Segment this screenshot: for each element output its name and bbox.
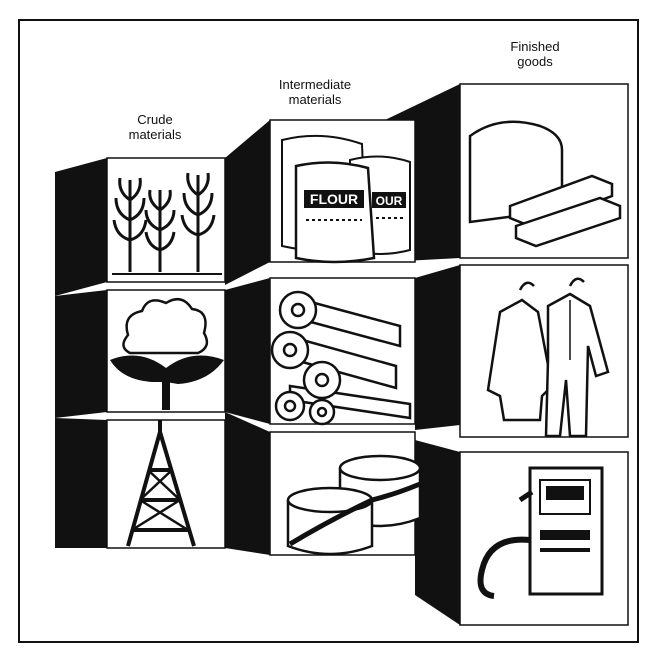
finished-label-line-1: Finished [480, 39, 590, 54]
intermediate-label-line-2: materials [250, 92, 380, 107]
crude-label-line-2: materials [100, 127, 210, 142]
sack-label-front: FLOUR [310, 191, 358, 207]
column-label-finished-goods: Finished goods [480, 39, 590, 69]
sack-label-back: OUR [376, 194, 403, 208]
crude-label-line-1: Crude [100, 112, 210, 127]
column-label-intermediate-materials: Intermediate materials [250, 77, 380, 107]
column-label-crude-materials: Crude materials [100, 112, 210, 142]
intermediate-label-line-1: Intermediate [250, 77, 380, 92]
finished-label-line-2: goods [480, 54, 590, 69]
